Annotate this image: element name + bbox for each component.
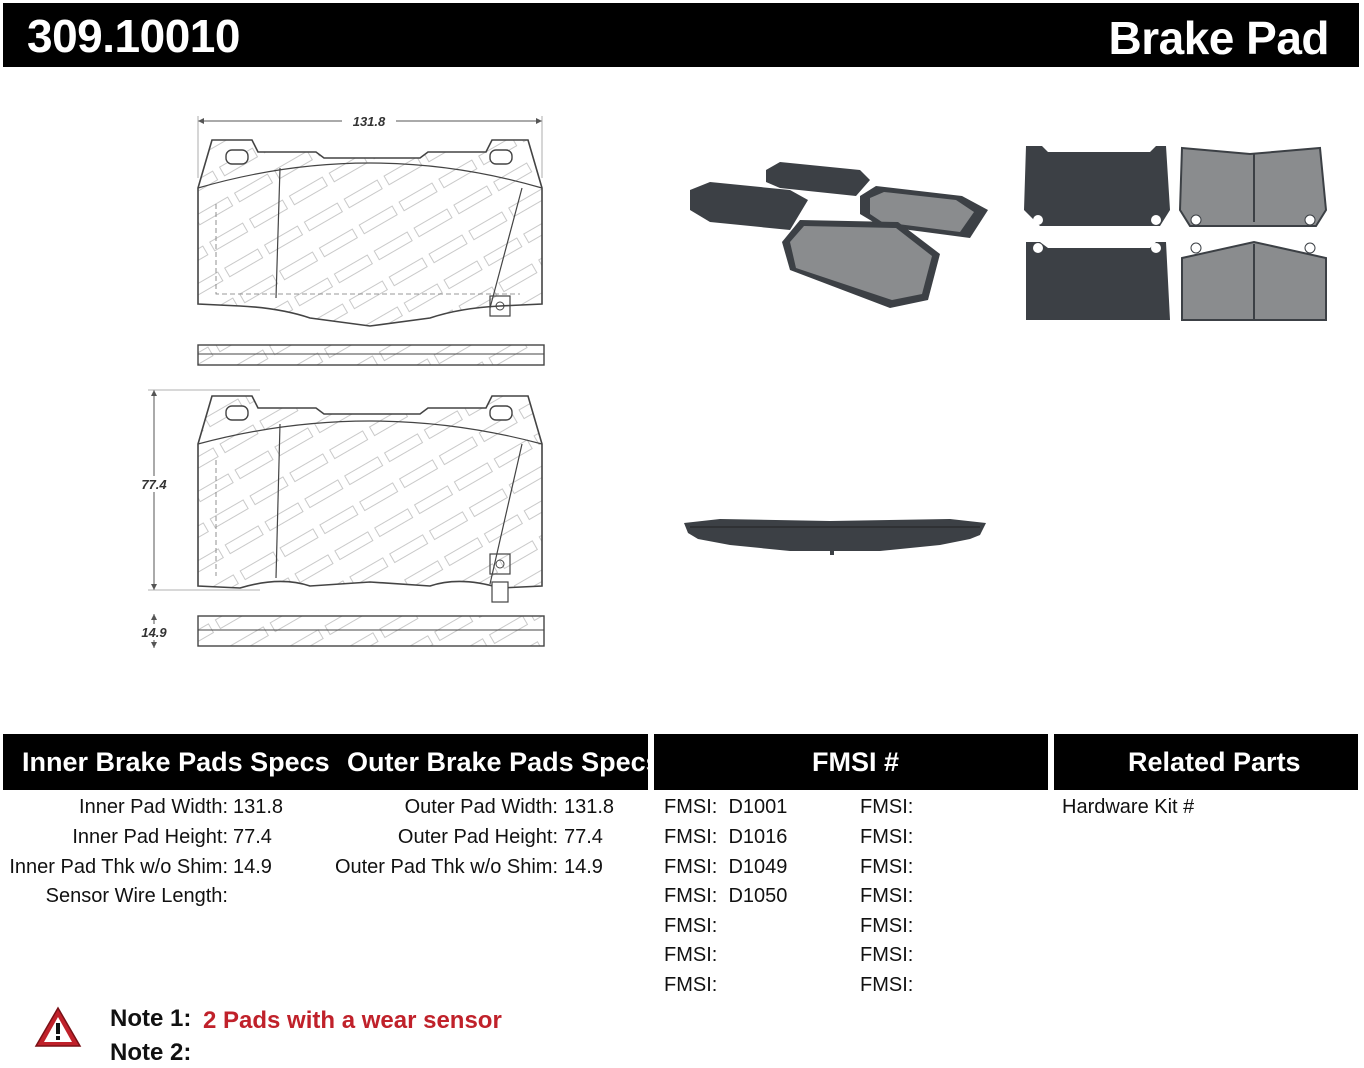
- fmsi-label: FMSI:: [664, 885, 718, 907]
- fmsi-label: FMSI:: [860, 885, 914, 907]
- warning-triangle-icon: [34, 1006, 82, 1047]
- fmsi-row: FMSI:: [860, 885, 913, 908]
- thickness-dimension: 14.9: [136, 614, 172, 648]
- inner-spec-row: Inner Pad Width: 131.8: [0, 796, 330, 820]
- fmsi-label: FMSI:: [664, 856, 718, 878]
- spec-value: 77.4: [564, 826, 603, 848]
- fmsi-label: FMSI:: [664, 974, 718, 996]
- outer-spec-row: Outer Pad Width: 131.8: [330, 796, 650, 820]
- note-1: Note 1:: [110, 1005, 191, 1033]
- spec-value: 131.8: [564, 796, 615, 818]
- front-view-pads-photo: [1024, 146, 1328, 321]
- fmsi-row: FMSI: D1001: [664, 796, 787, 819]
- height-dimension: 77.4: [136, 389, 260, 591]
- fmsi-header-bar: FMSI #: [654, 734, 1048, 790]
- note-2: Note 2:: [110, 1039, 191, 1067]
- related-header-bar: Related Parts: [1054, 734, 1358, 790]
- bottom-pad-edge-view: [197, 615, 545, 647]
- pad-side-view-photo: [684, 519, 986, 555]
- fmsi-row: FMSI: D1049: [664, 856, 787, 879]
- spec-label: Outer Pad Height:: [397, 826, 558, 848]
- inner-specs-title: Inner Brake Pads Specs: [22, 746, 330, 777]
- fmsi-value: D1016: [728, 826, 788, 848]
- fmsi-row: FMSI:: [664, 944, 723, 967]
- spec-label: Inner Pad Thk w/o Shim:: [9, 856, 228, 878]
- angled-pad-set-photo: [690, 162, 988, 308]
- fmsi-row: FMSI:: [860, 974, 913, 997]
- spec-label: Sensor Wire Length:: [45, 885, 228, 907]
- fmsi-label: FMSI:: [860, 915, 914, 937]
- fmsi-value: D1001: [728, 796, 788, 818]
- product-type: Brake Pad: [1108, 12, 1329, 64]
- spec-value: 77.4: [233, 826, 272, 848]
- specs-header-bar: Inner Brake Pads Specs Outer Brake Pads …: [3, 734, 661, 790]
- fmsi-row: FMSI: D1016: [664, 826, 787, 849]
- fmsi-row: FMSI:: [860, 944, 913, 967]
- spec-label: Inner Pad Height:: [72, 826, 228, 848]
- fmsi-label: FMSI:: [664, 826, 718, 848]
- related-parts-title: Related Parts: [1128, 746, 1301, 777]
- fmsi-label: FMSI:: [860, 856, 914, 878]
- fmsi-label: FMSI:: [860, 944, 914, 966]
- fmsi-label: FMSI:: [860, 826, 914, 848]
- fmsi-row: FMSI:: [860, 915, 913, 938]
- width-dimension: 131.8: [197, 114, 543, 178]
- fmsi-row: FMSI:: [664, 974, 723, 997]
- bottom-pad-outline: [197, 395, 543, 603]
- spec-label: Inner Pad Width:: [79, 796, 228, 818]
- fmsi-row: FMSI:: [860, 856, 913, 879]
- outer-spec-row: Outer Pad Height: 77.4: [330, 826, 650, 850]
- inner-spec-row: Inner Pad Height: 77.4: [0, 826, 330, 850]
- fmsi-row: FMSI:: [860, 796, 913, 819]
- top-pad-edge-view: [197, 344, 545, 366]
- fmsi-label: FMSI:: [664, 796, 718, 818]
- spec-label: Outer Pad Width:: [404, 796, 558, 818]
- technical-drawing: 131.8 77.4: [136, 114, 545, 648]
- outer-specs-title: Outer Brake Pads Specs: [347, 746, 661, 777]
- spec-value: 131.8: [233, 796, 284, 818]
- header-bar: 309.10010 Brake Pad: [3, 3, 1359, 67]
- spec-label: Outer Pad Thk w/o Shim:: [334, 856, 558, 878]
- fmsi-label: FMSI:: [664, 944, 718, 966]
- fmsi-value: D1050: [728, 885, 788, 907]
- fmsi-row: FMSI: D1050: [664, 885, 787, 908]
- note-2-label: Note 2:: [110, 1039, 192, 1066]
- height-label: 77.4: [141, 477, 167, 492]
- thickness-label: 14.9: [141, 625, 167, 640]
- fmsi-row: FMSI:: [664, 915, 723, 938]
- spec-value: 14.9: [233, 856, 272, 878]
- fmsi-label: FMSI:: [860, 796, 914, 818]
- note-1-label: Note 1:: [110, 1005, 192, 1032]
- product-photos: [690, 146, 1328, 321]
- part-number: 309.10010: [27, 10, 240, 62]
- top-pad-outline: [197, 139, 543, 327]
- fmsi-label: FMSI:: [860, 974, 914, 996]
- width-label: 131.8: [353, 114, 386, 129]
- outer-spec-row: Outer Pad Thk w/o Shim: 14.9: [330, 856, 650, 880]
- hardware-kit-label: Hardware Kit #:: [1062, 796, 1194, 818]
- fmsi-label: FMSI:: [664, 915, 718, 937]
- inner-spec-row: Inner Pad Thk w/o Shim: 14.9: [0, 856, 330, 880]
- fmsi-value: D1049: [728, 856, 788, 878]
- fmsi-title: FMSI #: [812, 746, 900, 777]
- inner-spec-row: Sensor Wire Length:: [0, 885, 330, 909]
- spec-value: 14.9: [564, 856, 603, 878]
- fmsi-row: FMSI:: [860, 826, 913, 849]
- note-1-text: 2 Pads with a wear sensor: [203, 1007, 502, 1034]
